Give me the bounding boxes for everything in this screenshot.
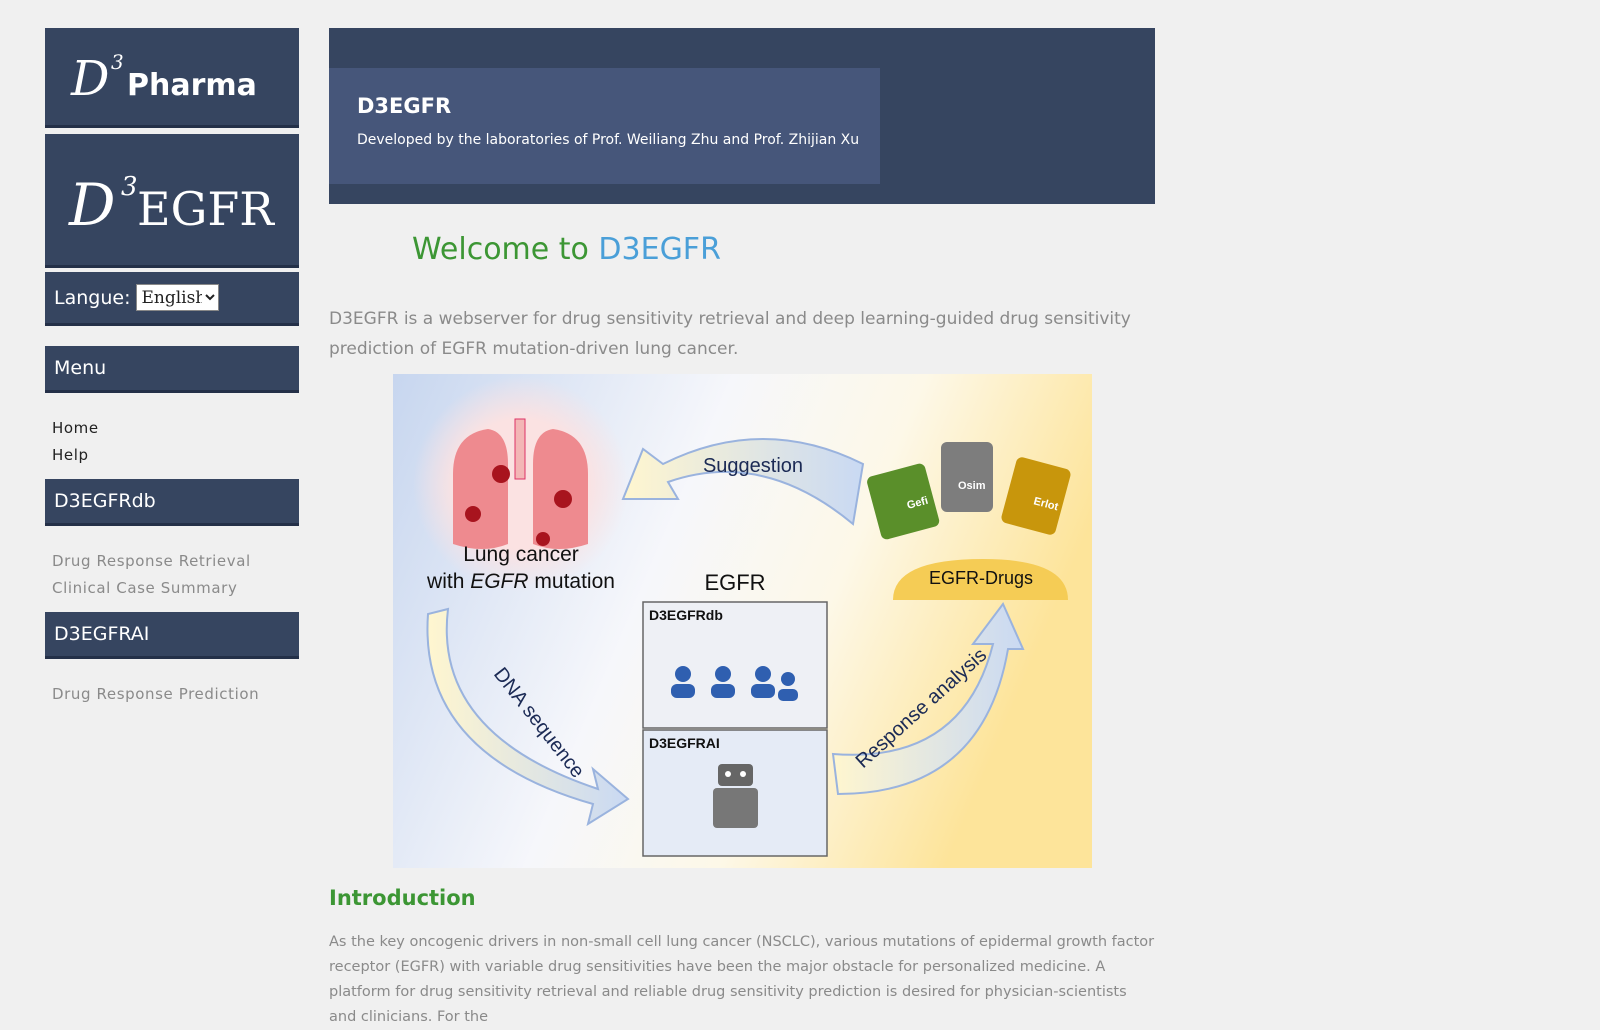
d3egfrdb-header-label: D3EGFRdb xyxy=(54,490,156,512)
workflow-figure: Lung cancer with EGFR mutation Suggestio… xyxy=(393,374,1092,868)
language-select[interactable]: English xyxy=(136,284,220,311)
banner-subtitle: Developed by the laboratories of Prof. W… xyxy=(357,132,860,148)
introduction-text: As the key oncogenic drivers in non-smal… xyxy=(329,934,1155,1025)
fig-lung-line2: with EGFR mutation xyxy=(426,570,615,593)
fig-lung-with: with xyxy=(426,570,470,593)
dna-arrow xyxy=(426,607,630,827)
logo-superscript: 3 xyxy=(111,50,124,74)
language-panel: Langue: English xyxy=(45,272,299,326)
d3egfrai-header: D3EGFRAI xyxy=(45,612,299,659)
welcome-name: D3EGFR xyxy=(598,232,721,267)
site-description: D3EGFR is a webserver for drug sensitivi… xyxy=(329,309,1131,359)
lung-illustration xyxy=(413,376,629,592)
logo-egfr-text: EGFR xyxy=(137,182,275,235)
d3pharma-logo[interactable]: D 3 Pharma xyxy=(45,28,299,128)
fig-suggestion-label: Suggestion xyxy=(703,455,803,477)
d3egfr-logo[interactable]: D 3 EGFR xyxy=(45,134,299,268)
menu-header-label: Menu xyxy=(54,357,107,379)
fig-osim-label: Osim xyxy=(958,480,986,492)
drug-bottles xyxy=(867,442,1071,540)
banner-title: D3EGFR xyxy=(357,94,452,118)
menu-list: Home Help xyxy=(45,393,299,479)
fig-lung-egfr: EGFR xyxy=(470,570,528,593)
main-content: D3EGFR Developed by the laboratories of … xyxy=(329,28,1155,1030)
nav-drug-response-prediction-link[interactable]: Drug Response Prediction xyxy=(52,685,260,703)
response-arrow xyxy=(831,602,1025,796)
drugs-mound xyxy=(893,559,1068,600)
welcome-heading: Welcome to D3EGFR xyxy=(412,232,1155,272)
fig-ai-label: D3EGFRAI xyxy=(649,735,720,751)
nav-drug-response-retrieval-link[interactable]: Drug Response Retrieval xyxy=(52,552,251,570)
people-icons xyxy=(671,666,798,701)
fig-lung-mutation: mutation xyxy=(529,570,615,593)
fig-lung-line1: Lung cancer xyxy=(463,543,579,566)
logo-pharma-text: Pharma xyxy=(127,68,257,103)
sidebar: D 3 Pharma D 3 EGFR Langue: English Menu… xyxy=(45,28,299,718)
logo-superscript: 3 xyxy=(121,172,138,202)
header-banner: D3EGFR Developed by the laboratories of … xyxy=(329,28,1155,204)
logo-d: D xyxy=(70,51,109,107)
nav-help-link[interactable]: Help xyxy=(52,446,89,464)
fig-drugs-label: EGFR-Drugs xyxy=(929,568,1033,588)
d3egfrai-header-label: D3EGFRAI xyxy=(54,623,150,645)
logo-d: D xyxy=(68,171,116,235)
welcome-prefix: Welcome to xyxy=(412,232,599,267)
menu-header: Menu xyxy=(45,346,299,393)
nav-home-link[interactable]: Home xyxy=(52,419,99,437)
fig-db-box xyxy=(642,601,828,729)
fig-egfr-label: EGFR xyxy=(704,570,765,595)
d3egfrdb-list: Drug Response Retrieval Clinical Case Su… xyxy=(45,526,299,612)
introduction-heading: Introduction xyxy=(329,886,476,910)
language-label: Langue: xyxy=(54,286,131,309)
fig-gefi-label: Gefi xyxy=(906,495,930,512)
d3egfrai-list: Drug Response Prediction xyxy=(45,659,299,718)
banner-card: D3EGFR Developed by the laboratories of … xyxy=(329,68,880,184)
fig-db-label: D3EGFRdb xyxy=(649,607,723,623)
d3egfrdb-header: D3EGFRdb xyxy=(45,479,299,526)
suggestion-arrow xyxy=(621,438,865,526)
robot-icon xyxy=(713,764,758,828)
nav-clinical-case-summary-link[interactable]: Clinical Case Summary xyxy=(52,579,238,597)
